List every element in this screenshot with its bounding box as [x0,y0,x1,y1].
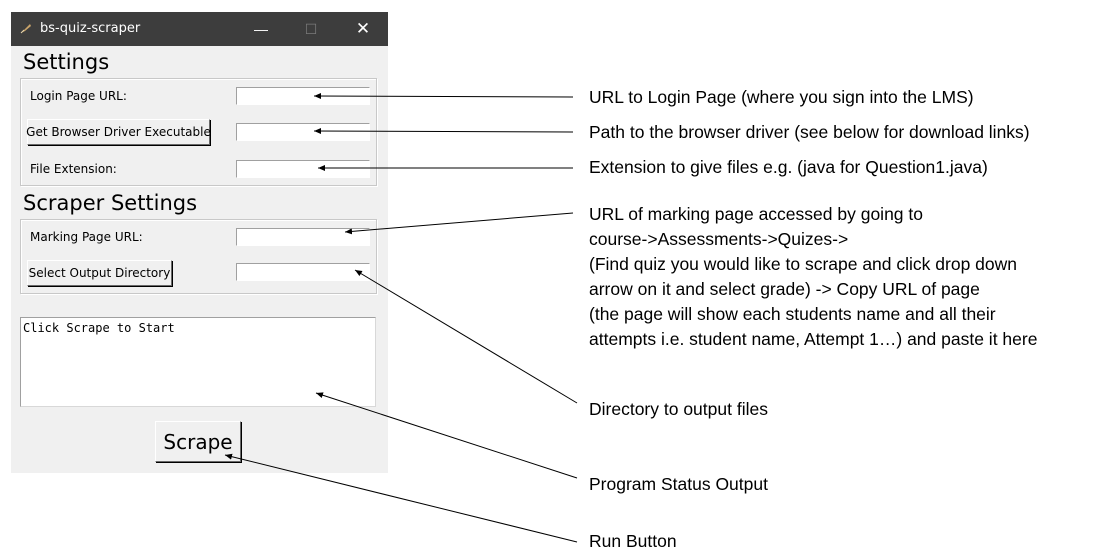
scraper-settings-frame [20,219,377,294]
annotation-login: URL to Login Page (where you sign into t… [589,87,974,107]
annotation-marking-line-1: URL of marking page accessed by going to [589,204,923,224]
annotation-marking-line-4: arrow on it and select grade) -> Copy UR… [589,279,980,299]
file-extension-label: File Extension: [30,162,117,176]
close-button[interactable]: ✕ [355,19,371,38]
marking-url-label: Marking Page URL: [30,230,143,244]
annotation-directory: Directory to output files [589,399,768,419]
arrow-status [315,392,578,479]
login-url-label: Login Page URL: [30,89,127,103]
select-output-directory-button[interactable]: Select Output Directory [27,260,172,286]
driver-path-input[interactable] [236,123,370,141]
arrow-directory [354,269,578,404]
arrow-marking [344,212,574,235]
annotation-marking-line-2: course->Assessments->Quizes-> [589,229,849,249]
file-extension-input[interactable] [236,160,370,178]
get-driver-button[interactable]: Get Browser Driver Executable [26,119,211,145]
maximize-button[interactable]: ☐ [304,20,318,37]
settings-frame [20,78,377,186]
annotation-status: Program Status Output [589,474,768,494]
status-output[interactable]: Click Scrape to Start [20,317,376,407]
title-bar[interactable]: bs-quiz-scraper — ☐ ✕ [11,12,388,46]
annotation-driver: Path to the browser driver (see below fo… [589,122,1030,142]
window-title: bs-quiz-scraper [40,21,141,36]
marking-url-input[interactable] [236,228,370,246]
annotation-marking-line-6: attempts i.e. student name, Attempt 1…) … [589,329,1038,349]
scraper-settings-heading: Scraper Settings [23,191,198,215]
app-window: bs-quiz-scraper — ☐ ✕ Settings Login Pag… [11,12,388,473]
annotation-run: Run Button [589,531,677,551]
arrow-run [224,453,578,543]
annotation-extension: Extension to give files e.g. (java for Q… [589,157,988,177]
arrow-driver [313,128,574,135]
arrow-login [313,93,574,100]
annotation-marking-line-3: (Find quiz you would like to scrape and … [589,254,1017,274]
feather-icon [20,24,31,34]
minimize-button[interactable]: — [254,21,268,37]
output-directory-input[interactable] [236,263,370,281]
annotation-marking-line-5: (the page will show each students name a… [589,304,996,324]
settings-heading: Settings [23,50,110,74]
